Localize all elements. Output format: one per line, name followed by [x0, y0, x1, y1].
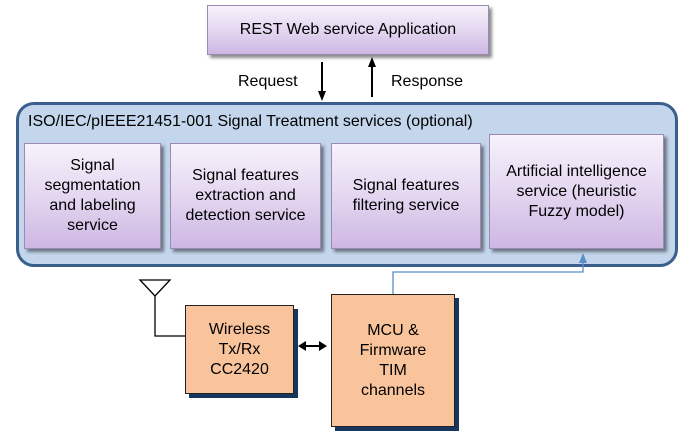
artificial-intelligence-service-label: Artificial intelligence service (heurist… — [506, 162, 647, 220]
signal-features-filtering-service-label: Signal features filtering service — [352, 177, 460, 214]
signal-treatment-services-title: ISO/IEC/pIEEE21451-001 Signal Treatment … — [28, 113, 473, 130]
wireless-transceiver-box: Wireless Tx/Rx CC2420 — [185, 305, 294, 394]
signal-features-extraction-service-label: Signal features extraction and detection… — [185, 167, 306, 224]
wireless-transceiver-label: Wireless Tx/Rx CC2420 — [208, 320, 271, 378]
mcu-firmware-label: MCU & Firmware TIM channels — [359, 321, 427, 399]
signal-segmentation-service-label: Signal segmentation and labeling service — [44, 157, 141, 234]
signal-features-filtering-service-box: Signal features filtering service — [331, 143, 481, 249]
rest-web-service-application-label: REST Web service Application — [239, 21, 457, 38]
signal-features-extraction-service-box: Signal features extraction and detection… — [170, 143, 321, 249]
artificial-intelligence-service-box: Artificial intelligence service (heurist… — [489, 134, 664, 249]
mcu-firmware-box: MCU & Firmware TIM channels — [331, 294, 455, 427]
request-label: Request — [238, 73, 298, 90]
rest-web-service-application-box: REST Web service Application — [207, 5, 489, 55]
mcu-to-ai-link — [392, 253, 587, 294]
wireless-mcu-link — [298, 341, 327, 351]
antenna-icon — [138, 279, 185, 337]
response-label: Response — [391, 73, 464, 90]
signal-segmentation-service-box: Signal segmentation and labeling service — [24, 143, 161, 249]
